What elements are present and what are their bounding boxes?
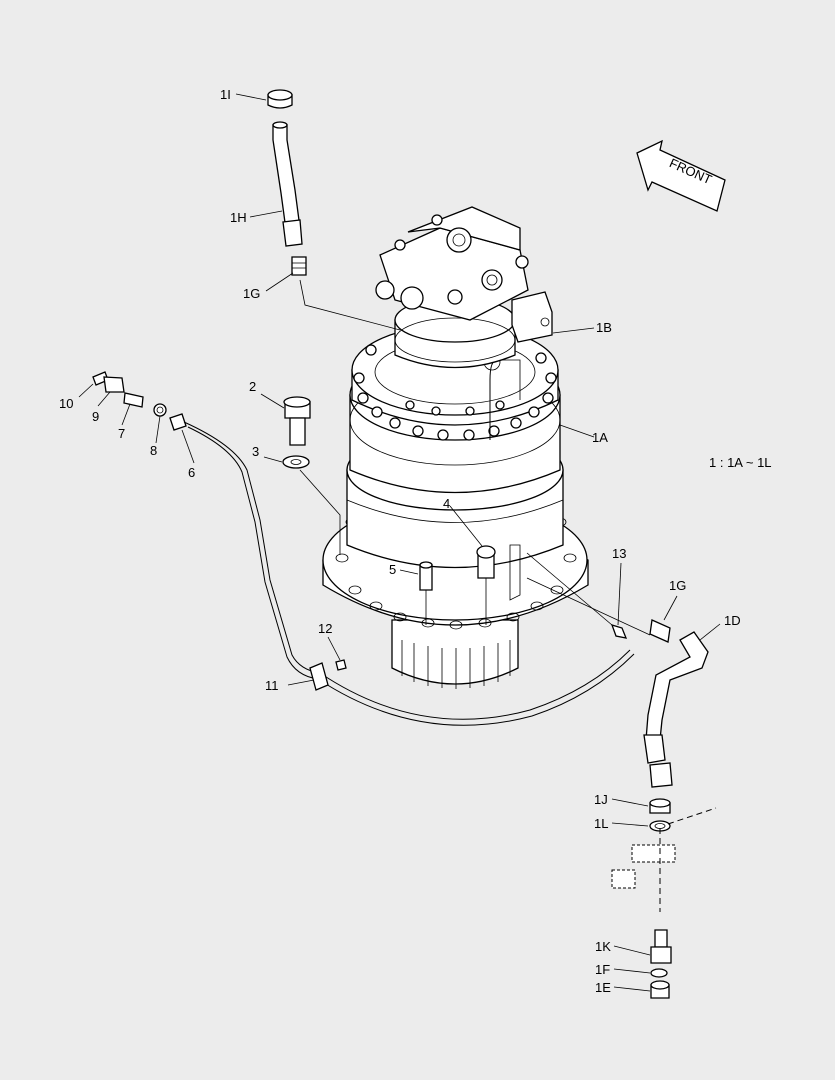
part-1D-hose — [643, 631, 709, 788]
label-13: 13 — [612, 546, 626, 561]
part-7-fitting — [123, 392, 144, 408]
label-1A: 1A — [592, 430, 608, 445]
label-1G-right: 1G — [669, 578, 686, 593]
part-12-bolt — [335, 659, 347, 671]
label-1H: 1H — [230, 210, 247, 225]
label-1F: 1F — [595, 962, 610, 977]
front-arrow-icon: FRONT — [636, 139, 726, 212]
label-1E: 1E — [595, 980, 611, 995]
part-3-washer — [282, 455, 310, 469]
label-2: 2 — [249, 379, 256, 394]
part-1J-nut — [649, 798, 671, 814]
part-1G-fitting-top — [291, 256, 307, 276]
label-8: 8 — [150, 443, 157, 458]
label-3: 3 — [252, 444, 259, 459]
part-1E-cap — [650, 980, 670, 999]
part-9-fitting — [103, 376, 125, 393]
leader-lines — [78, 93, 721, 992]
pinion-gear — [391, 619, 519, 689]
part-13-plug — [610, 624, 628, 639]
part-2-bolt — [283, 396, 311, 446]
label-1D: 1D — [724, 613, 741, 628]
callout-labels: 1I 1H 1G 1B 1A 2 3 4 5 6 7 8 9 10 11 12 … — [59, 87, 741, 995]
label-1I: 1I — [220, 87, 231, 102]
label-1L: 1L — [594, 816, 608, 831]
part-4-plug — [476, 545, 496, 579]
part-1I-cap — [267, 89, 293, 109]
part-1H-hose — [272, 121, 303, 247]
range-note: 1 : 1A ~ 1L — [709, 455, 772, 470]
cover-bolts — [353, 344, 557, 441]
part-11-clamp — [309, 662, 329, 691]
label-6: 6 — [188, 465, 195, 480]
label-4: 4 — [443, 496, 450, 511]
part-1F-oring — [650, 968, 668, 978]
label-12: 12 — [318, 621, 332, 636]
label-1B: 1B — [596, 320, 612, 335]
swing-reduction-gearbox — [322, 206, 589, 689]
label-1K: 1K — [595, 939, 611, 954]
part-6-tube — [169, 413, 635, 726]
label-5: 5 — [389, 562, 396, 577]
label-9: 9 — [92, 409, 99, 424]
part-1K-adapter — [650, 929, 672, 964]
hydraulic-motor-valve — [375, 206, 553, 343]
part-8-nut — [153, 403, 167, 417]
label-10: 10 — [59, 396, 73, 411]
part-1G-fitting-right — [649, 619, 671, 643]
label-1G-top: 1G — [243, 286, 260, 301]
part-port-adapter-dashed — [611, 807, 717, 912]
part-5-pin — [419, 561, 433, 591]
label-1J: 1J — [594, 792, 608, 807]
label-7: 7 — [118, 426, 125, 441]
label-11: 11 — [265, 678, 279, 693]
